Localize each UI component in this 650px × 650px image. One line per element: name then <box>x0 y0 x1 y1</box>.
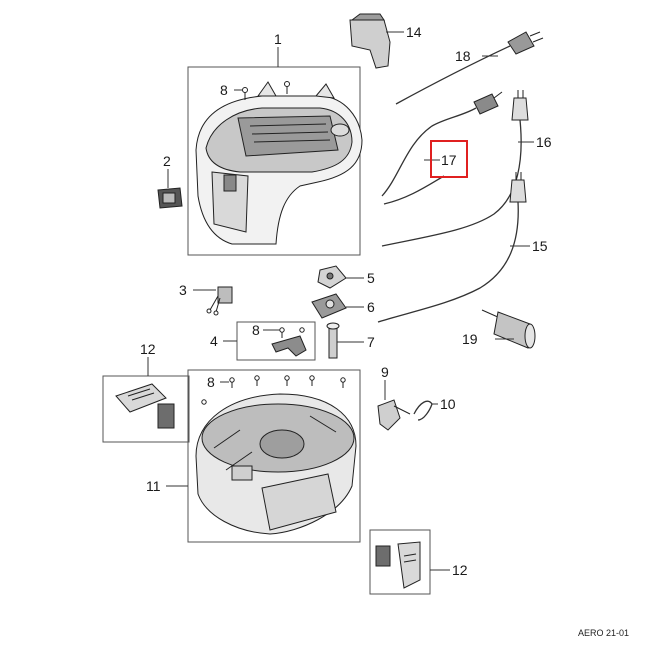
knob-cap-part <box>317 265 347 289</box>
callout-8-top: 8 <box>220 82 228 98</box>
callout-5: 5 <box>367 270 375 286</box>
callout-10: 10 <box>440 396 456 412</box>
callout-16: 16 <box>536 134 552 150</box>
frame-part-12-bottom <box>369 529 431 595</box>
leader-lines <box>147 31 534 571</box>
filter-panel-part-bottom <box>375 541 421 589</box>
highlight-box-17 <box>430 140 468 178</box>
callout-8-base: 8 <box>207 374 215 390</box>
callout-8-bracket: 8 <box>252 322 260 338</box>
callout-1: 1 <box>274 31 282 47</box>
callout-6: 6 <box>367 299 375 315</box>
switch-part <box>157 187 183 209</box>
cover-plate-part <box>349 13 391 69</box>
frame-part-1 <box>187 66 361 256</box>
pin-part <box>326 322 340 359</box>
callout-17: 17 <box>441 152 457 168</box>
top-cover-part <box>195 81 363 245</box>
base-housing-part <box>195 393 357 535</box>
cable-17-part <box>381 91 503 205</box>
extension-cable-15-part <box>377 172 527 323</box>
callout-12-bottom: 12 <box>452 562 468 578</box>
callout-19: 19 <box>462 331 478 347</box>
bracket-part <box>271 327 307 357</box>
callout-4: 4 <box>210 333 218 349</box>
switch-holder-part <box>311 293 347 319</box>
filter-panel-part-top <box>115 383 175 429</box>
clip-part <box>377 399 411 431</box>
frame-part-12-top <box>102 375 190 443</box>
callout-3: 3 <box>179 282 187 298</box>
callout-15: 15 <box>532 238 548 254</box>
callout-2: 2 <box>163 153 171 169</box>
thermal-fuse-part <box>206 286 233 316</box>
diagram-reference-code: AERO 21-01 <box>578 628 629 638</box>
frame-part-11 <box>187 369 361 543</box>
screw-part <box>242 81 290 100</box>
spring-part <box>413 400 433 421</box>
callout-18: 18 <box>455 48 471 64</box>
connector-plug-part <box>481 309 536 349</box>
extension-cable-16-part <box>381 90 529 247</box>
callout-7: 7 <box>367 334 375 350</box>
power-cable-part <box>395 31 544 105</box>
callout-14: 14 <box>406 24 422 40</box>
callout-12-top: 12 <box>140 341 156 357</box>
callout-11: 11 <box>146 478 161 494</box>
screw-row-part <box>201 375 346 405</box>
callout-9: 9 <box>381 364 389 380</box>
